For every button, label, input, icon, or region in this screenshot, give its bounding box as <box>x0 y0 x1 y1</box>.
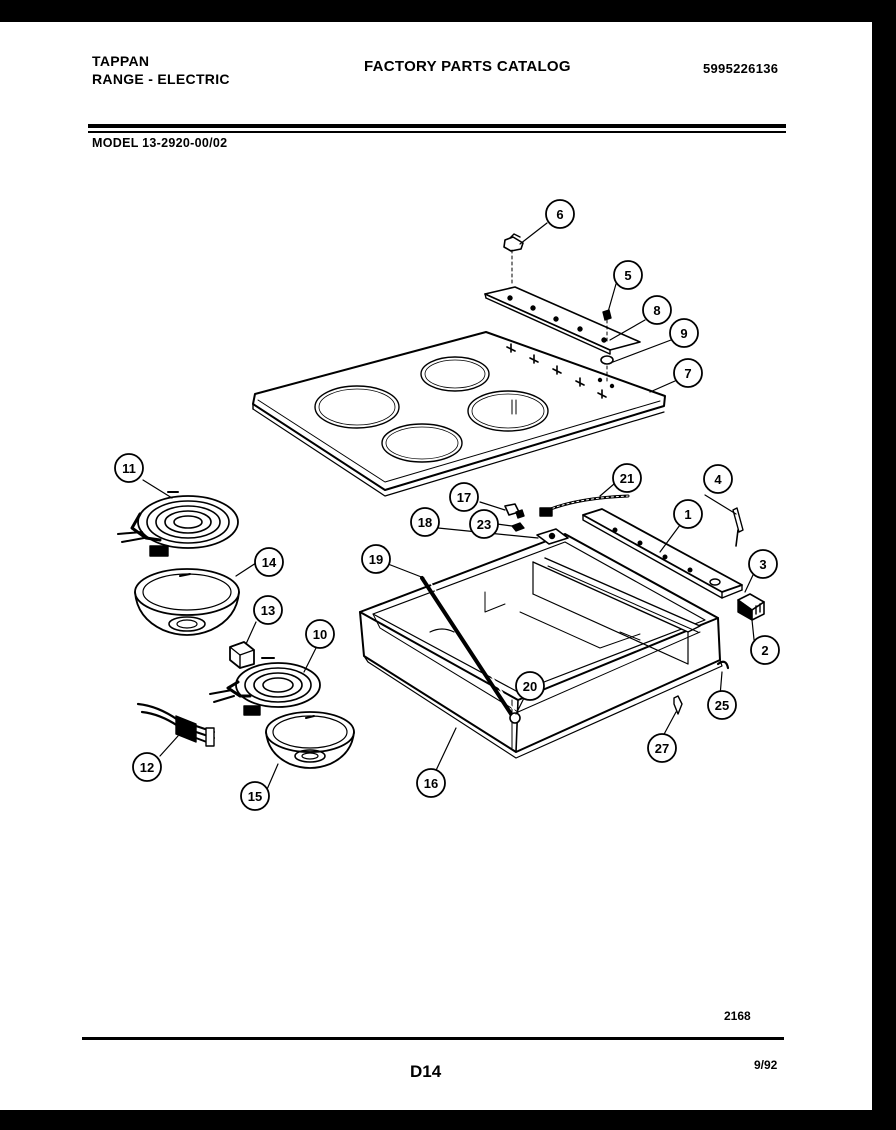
callout-16: 16 <box>416 768 446 798</box>
callout-11: 11 <box>114 453 144 483</box>
callout-3: 3 <box>748 549 778 579</box>
switch-bracket <box>484 286 641 355</box>
exploded-parts-diagram: 6 5 8 9 7 4 21 17 23 18 1 3 2 19 11 14 1… <box>114 199 780 811</box>
catalog-sheet: TAPPAN RANGE - ELECTRIC FACTORY PARTS CA… <box>0 22 872 1110</box>
svg-text:6: 6 <box>556 207 563 222</box>
drawing-code: 2168 <box>724 1009 751 1023</box>
catalog-title: FACTORY PARTS CATALOG <box>364 58 571 75</box>
callout-21: 21 <box>612 463 642 493</box>
svg-text:8: 8 <box>653 303 660 318</box>
clip-and-fitting <box>673 660 730 715</box>
callout-4: 4 <box>703 464 733 494</box>
surface-element-large <box>117 491 239 557</box>
terminal-block <box>737 593 765 621</box>
support-rod <box>420 575 521 724</box>
footer-rule <box>82 1037 784 1040</box>
callout-20: 20 <box>515 671 545 701</box>
header-rule-thick <box>88 124 786 128</box>
svg-text:10: 10 <box>313 627 327 642</box>
wiring-pigtail <box>136 702 215 747</box>
callout-9: 9 <box>669 318 699 348</box>
svg-text:9: 9 <box>680 326 687 341</box>
screw-and-nut <box>600 309 614 383</box>
svg-text:5: 5 <box>624 268 631 283</box>
product-label: RANGE - ELECTRIC <box>92 71 230 87</box>
svg-text:3: 3 <box>759 557 766 572</box>
surface-element-small <box>209 657 321 716</box>
drip-bowl-large <box>134 568 240 636</box>
svg-text:19: 19 <box>369 552 383 567</box>
callout-2: 2 <box>750 635 780 665</box>
brand-label: TAPPAN <box>92 53 150 69</box>
callout-15: 15 <box>240 781 270 811</box>
header-rule-thin <box>88 131 786 133</box>
callout-27: 27 <box>647 733 677 763</box>
callout-23: 23 <box>469 509 499 539</box>
callout-8: 8 <box>642 295 672 325</box>
svg-text:15: 15 <box>248 789 262 804</box>
range-body <box>359 533 723 759</box>
svg-text:14: 14 <box>262 555 277 570</box>
svg-text:16: 16 <box>424 776 438 791</box>
svg-text:25: 25 <box>715 698 729 713</box>
terminal-panel <box>582 508 743 599</box>
svg-text:1: 1 <box>684 507 691 522</box>
callout-17: 17 <box>449 482 479 512</box>
element-receptacle <box>229 641 255 669</box>
heating-strip <box>539 494 630 517</box>
svg-text:21: 21 <box>620 471 634 486</box>
callout-25: 25 <box>707 690 737 720</box>
drip-bowl-small <box>265 711 355 769</box>
svg-text:11: 11 <box>122 461 136 476</box>
svg-text:20: 20 <box>523 679 537 694</box>
callout-14: 14 <box>254 547 284 577</box>
svg-text:7: 7 <box>684 366 691 381</box>
callout-5: 5 <box>613 260 643 290</box>
callout-1: 1 <box>673 499 703 529</box>
model-number: MODEL 13-2920-00/02 <box>92 136 228 150</box>
svg-text:2: 2 <box>761 643 768 658</box>
svg-text:23: 23 <box>477 517 491 532</box>
svg-text:18: 18 <box>418 515 432 530</box>
small-fittings <box>504 503 569 545</box>
catalog-part-number: 5995226136 <box>703 61 779 76</box>
callout-12: 12 <box>132 752 162 782</box>
svg-text:17: 17 <box>457 490 471 505</box>
callout-7: 7 <box>673 358 703 388</box>
control-knob <box>503 233 524 285</box>
cooktop-panel <box>252 331 666 497</box>
svg-text:4: 4 <box>714 472 722 487</box>
callout-10: 10 <box>305 619 335 649</box>
svg-text:13: 13 <box>261 603 275 618</box>
callout-markers: 6 5 8 9 7 4 21 17 23 18 1 3 2 19 11 14 1… <box>114 199 780 811</box>
callout-19: 19 <box>361 544 391 574</box>
callout-18: 18 <box>410 507 440 537</box>
svg-text:12: 12 <box>140 760 154 775</box>
svg-text:27: 27 <box>655 741 669 756</box>
callout-6: 6 <box>545 199 575 229</box>
callout-13: 13 <box>253 595 283 625</box>
catalog-date: 9/92 <box>754 1058 778 1072</box>
page-number: D14 <box>410 1062 442 1081</box>
